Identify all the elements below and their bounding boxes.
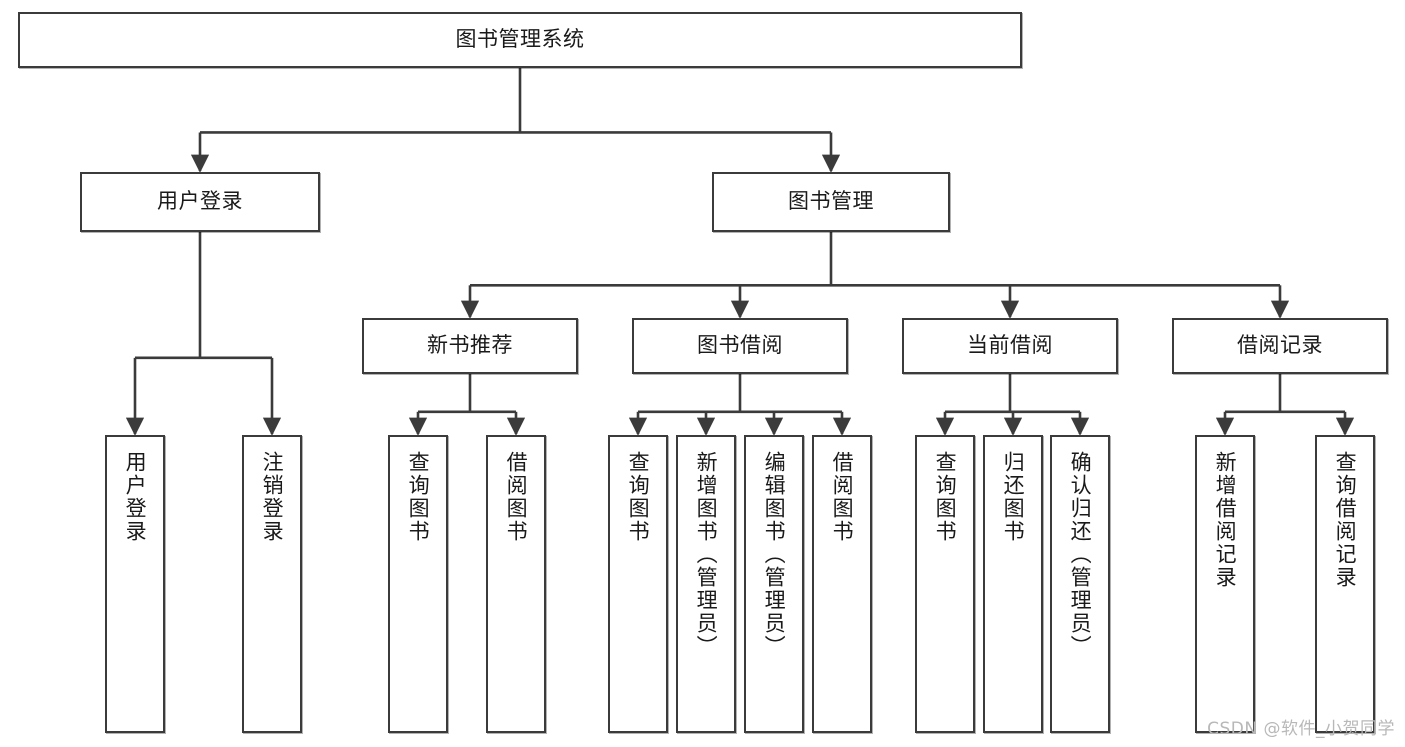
node-label: 借阅记录 [1237,333,1323,358]
node-label: 查询图书 [933,451,958,543]
leaf-current-return-book[interactable]: 归还图书 [983,435,1043,733]
node-label: 查询图书 [406,451,431,543]
node-root[interactable]: 图书管理系统 [18,12,1022,68]
leaf-borrow-edit-book-admin[interactable]: 编辑图书（管理员） [744,435,804,733]
leaf-user-logout[interactable]: 注销登录 [242,435,302,733]
node-label: 借阅图书 [830,451,855,543]
node-label: 新书推荐 [427,333,513,358]
node-user-login-module[interactable]: 用户登录 [80,172,320,232]
node-new-book-recommend[interactable]: 新书推荐 [362,318,578,374]
leaf-borrow-add-book-admin[interactable]: 新增图书（管理员） [676,435,736,733]
node-label: 用户登录 [157,189,243,214]
node-label: 新增借阅记录 [1213,451,1238,589]
node-label: 编辑图书（管理员） [762,451,787,658]
node-book-borrow[interactable]: 图书借阅 [632,318,848,374]
node-label: 当前借阅 [967,333,1053,358]
leaf-record-add-borrow-record[interactable]: 新增借阅记录 [1195,435,1255,733]
leaf-current-confirm-return-admin[interactable]: 确认归还（管理员） [1050,435,1110,733]
leaf-borrow-query-book[interactable]: 查询图书 [608,435,668,733]
node-label: 新增图书（管理员） [694,451,719,658]
node-label: 确认归还（管理员） [1068,451,1093,658]
node-label: 图书管理 [788,189,874,214]
node-label: 图书管理系统 [455,27,585,52]
leaf-recommend-query-book[interactable]: 查询图书 [388,435,448,733]
leaf-recommend-borrow-book[interactable]: 借阅图书 [486,435,546,733]
node-label: 用户登录 [123,451,148,543]
node-label: 查询借阅记录 [1333,451,1358,589]
node-label: 查询图书 [626,451,651,543]
node-label: 图书借阅 [697,333,783,358]
node-label: 归还图书 [1001,451,1026,543]
node-book-management-module[interactable]: 图书管理 [712,172,950,232]
node-borrow-record[interactable]: 借阅记录 [1172,318,1388,374]
leaf-user-login[interactable]: 用户登录 [105,435,165,733]
leaf-borrow-lend-book[interactable]: 借阅图书 [812,435,872,733]
node-current-borrow[interactable]: 当前借阅 [902,318,1118,374]
node-label: 注销登录 [260,451,285,543]
leaf-current-query-book[interactable]: 查询图书 [915,435,975,733]
leaf-record-query-borrow-record[interactable]: 查询借阅记录 [1315,435,1375,733]
node-label: 借阅图书 [504,451,529,543]
